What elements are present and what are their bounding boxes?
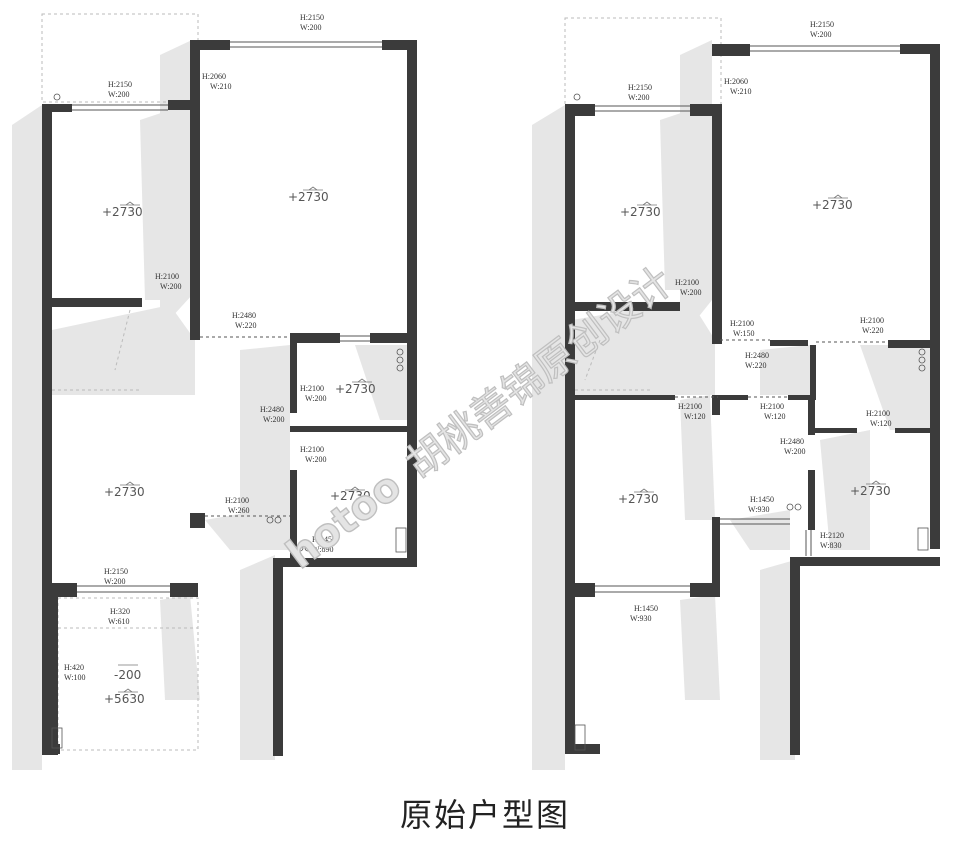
dim-label: H:1450 [750, 495, 774, 504]
dim-label: W:220 [235, 321, 256, 330]
level-label: +2730 [104, 485, 145, 499]
dim-label: W:200 [680, 288, 701, 297]
dim-label: H:1450 [634, 604, 658, 613]
level-label: +2730 [288, 190, 329, 204]
right-dashed-outlines [564, 17, 722, 391]
left-dimension-labels: H:2150 W:200 H:2060 W:210 H:2150 W:200 H… [64, 13, 336, 682]
dim-label: H:320 [110, 607, 130, 616]
left-walls [42, 40, 417, 756]
left-windows [72, 41, 382, 593]
dim-label: H:2480 [232, 311, 256, 320]
level-label: +2730 [330, 489, 371, 503]
dim-label: H:420 [64, 663, 84, 672]
dim-label: W:150 [733, 329, 754, 338]
dim-label: H:2100 [225, 496, 249, 505]
dim-label: H:2100 [860, 316, 884, 325]
dim-label: H:2100 [730, 319, 754, 328]
dim-label: W:930 [630, 614, 651, 623]
dim-label: W:200 [263, 415, 284, 424]
outer-wall-left [42, 104, 52, 754]
outer-wall-right-lower [273, 558, 283, 756]
right-floor-plan [532, 17, 940, 770]
outer-wall-right-upper [407, 40, 417, 340]
dim-label: H:2480 [745, 351, 769, 360]
level-label: +2730 [618, 492, 659, 506]
dim-label: H:2480 [260, 405, 284, 414]
level-marks [118, 186, 886, 693]
level-label: +5630 [104, 692, 145, 706]
dim-label: H:2150 [104, 567, 128, 576]
outer-wall-right-upper [930, 44, 940, 549]
dim-label: W:930 [748, 505, 769, 514]
page-caption: 原始户型图 [399, 796, 570, 834]
dim-label: H:2100 [300, 384, 324, 393]
left-wall-shadows [12, 40, 410, 770]
dim-label: W:200 [108, 90, 129, 99]
level-label: +2730 [812, 198, 853, 212]
dim-label: H:1450 [312, 535, 336, 544]
dim-label: H:2480 [780, 437, 804, 446]
level-label: +2730 [620, 205, 661, 219]
level-label: +2730 [102, 205, 143, 219]
dim-label: W:100 [64, 673, 85, 682]
dim-label: W:220 [745, 361, 766, 370]
dim-label: H:2060 [724, 77, 748, 86]
dim-label: W:260 [228, 506, 249, 515]
dim-label: H:2060 [202, 72, 226, 81]
outer-wall-right-lower [790, 557, 800, 755]
right-dimension-labels: H:2150 W:200 H:2060 W:210 H:2150 W:200 H… [628, 20, 891, 623]
dim-label: W:120 [764, 412, 785, 421]
dim-label: H:2100 [300, 445, 324, 454]
level-label: +2730 [335, 382, 376, 396]
dim-label: H:2150 [108, 80, 132, 89]
dim-label: W:200 [305, 394, 326, 403]
right-walls [565, 44, 940, 755]
right-windows [595, 45, 900, 593]
right-fixtures [573, 93, 929, 751]
left-fixtures [51, 93, 407, 749]
dim-label: W:120 [870, 419, 891, 428]
dim-label: W:200 [104, 577, 125, 586]
dim-label: H:2100 [155, 272, 179, 281]
dim-label: H:2100 [675, 278, 699, 287]
level-label: -200 [114, 668, 141, 682]
dim-label: H:2120 [820, 531, 844, 540]
dim-label: H:2100 [760, 402, 784, 411]
watermark: hotoo 胡桃善锦原创设计 [278, 258, 682, 579]
dim-label: W:200 [628, 93, 649, 102]
dim-label: H:2150 [810, 20, 834, 29]
dim-label: W:210 [210, 82, 231, 91]
dim-label: W:200 [784, 447, 805, 456]
dim-label: W:200 [160, 282, 181, 291]
level-label: +2730 [850, 484, 891, 498]
dim-label: W:220 [862, 326, 883, 335]
dim-label: W:200 [300, 23, 321, 32]
dim-label: H:2100 [678, 402, 702, 411]
dim-label: W:200 [810, 30, 831, 39]
right-wall-shadows [532, 40, 930, 770]
dim-label: W:890 [312, 545, 333, 554]
dim-label: H:2150 [628, 83, 652, 92]
dim-label: W:210 [730, 87, 751, 96]
dim-label: W:830 [820, 541, 841, 550]
dim-label: W:610 [108, 617, 129, 626]
dim-label: W:200 [305, 455, 326, 464]
outer-wall-left [565, 104, 575, 754]
dim-label: H:2150 [300, 13, 324, 22]
dim-label: W:120 [684, 412, 705, 421]
left-floor-plan [12, 13, 417, 770]
dim-label: H:2100 [866, 409, 890, 418]
level-labels: +2730 +2730 +2730 +2730 +2730 -200 +5630… [102, 190, 891, 706]
